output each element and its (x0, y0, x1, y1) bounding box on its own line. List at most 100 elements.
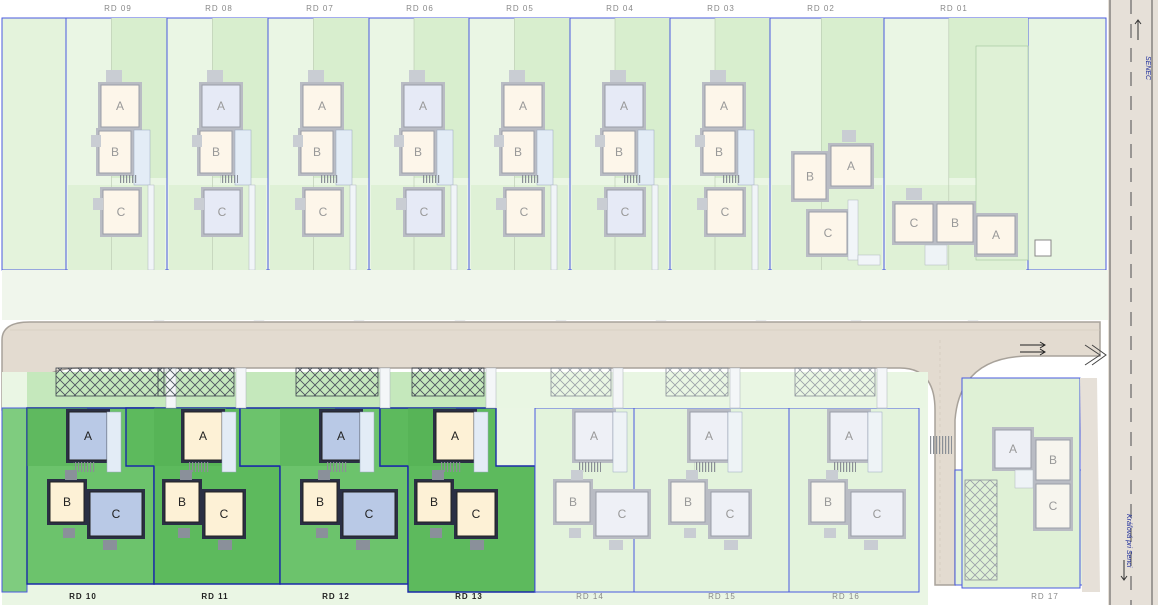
lot-label: RD 17 (1031, 592, 1059, 601)
lot-label: RD 03 (707, 4, 735, 13)
lot-label: RD 10 (69, 592, 97, 601)
house-letter: C (618, 507, 627, 521)
house-letter: C (873, 507, 882, 521)
house-letter: A (590, 429, 598, 443)
house-b: B (96, 128, 134, 176)
house-letter: A (116, 99, 124, 113)
house-c: C (201, 187, 243, 237)
house-letter: B (414, 145, 422, 159)
house-b: B (808, 479, 848, 525)
house-letter: C (621, 205, 630, 219)
lot-label: RD 01 (940, 4, 968, 13)
bottom-lot-16: A B C (808, 409, 906, 550)
house-a: A (319, 409, 363, 463)
house-b: B (700, 128, 738, 176)
house-a: A (992, 427, 1034, 471)
house-a: A (501, 82, 545, 130)
house-letter: A (519, 99, 527, 113)
house-b: B (399, 128, 437, 176)
lot-label: RD 16 (832, 592, 860, 601)
carport-bottom (665, 367, 729, 397)
house-letter: A (451, 429, 459, 443)
house-a: A (181, 409, 225, 463)
walkway (876, 367, 888, 409)
house-letter: C (420, 205, 429, 219)
house-c: C (503, 187, 545, 237)
house-a: A (433, 409, 477, 463)
house-letter: A (705, 429, 713, 443)
walkway (235, 367, 247, 409)
house-letter: B (1049, 453, 1057, 467)
lot-label: RD 13 (455, 592, 483, 601)
lot-label: RD 14 (576, 592, 604, 601)
road-crossing (930, 436, 952, 454)
house-letter: B (824, 495, 832, 509)
house-letter: C (1049, 499, 1058, 513)
walkway (729, 367, 741, 409)
house-c: C (100, 187, 142, 237)
lot-label: RD 07 (306, 4, 334, 13)
bottom-carports-group (55, 367, 888, 409)
walkway (379, 367, 391, 409)
house-letter: C (220, 507, 229, 521)
house-a: A (66, 409, 110, 463)
house-c: C (848, 489, 906, 539)
house-a: A (828, 143, 874, 189)
house-letter: C (218, 205, 227, 219)
carport-bottom (55, 367, 165, 397)
house-a: A (702, 82, 746, 130)
carport-bottom (550, 367, 612, 397)
house-letter: A (620, 99, 628, 113)
house-b: B (414, 479, 454, 525)
house-a: A (602, 82, 646, 130)
top-lot: A B C (468, 17, 571, 271)
top-lot: ABC (267, 17, 370, 271)
sidewalk (1080, 378, 1100, 592)
house-b: B (668, 479, 708, 525)
house-b: B (553, 479, 593, 525)
house-letter: A (847, 159, 855, 173)
bottom-lot-13: A B C (414, 409, 498, 550)
house-letter: A (419, 99, 427, 113)
house-letter: A (845, 429, 853, 443)
house-letter: B (514, 145, 522, 159)
house-c: C (892, 201, 936, 245)
house-b: B (162, 479, 202, 525)
house-c: C (806, 209, 850, 257)
top-lot: ABC (166, 17, 269, 271)
house-letter: B (313, 145, 321, 159)
house-letter: B (806, 170, 814, 184)
house-c: C (454, 489, 498, 539)
house-a: A (687, 409, 731, 463)
house-b: B (934, 201, 976, 245)
house-letter: B (178, 495, 186, 509)
lot-label: RD 05 (506, 4, 534, 13)
house-letter: A (217, 99, 225, 113)
house-c: C (1033, 481, 1073, 531)
house-c: C (302, 187, 344, 237)
house-letter: C (319, 205, 328, 219)
house-letter: C (520, 205, 529, 219)
house-a: A (827, 409, 871, 463)
house-b: B (298, 128, 336, 176)
house-b: B (47, 479, 87, 525)
carport-bottom (295, 367, 379, 397)
corner-lot-top-left (1, 17, 67, 271)
house-letter: B (951, 216, 959, 230)
house-a: A (199, 82, 243, 130)
house-b: B (300, 479, 340, 525)
house-letter: C (472, 507, 481, 521)
lot-label: RD 11 (201, 592, 228, 601)
house-c: C (704, 187, 746, 237)
house-c: C (403, 187, 445, 237)
main-road (1108, 0, 1158, 605)
top-lot: ABC (669, 17, 771, 271)
house-c: C (604, 187, 646, 237)
carport-bottom (411, 367, 485, 397)
house-letter: A (337, 429, 345, 443)
house-letter: A (84, 429, 92, 443)
bottom-lot-12: ABC (300, 409, 398, 550)
